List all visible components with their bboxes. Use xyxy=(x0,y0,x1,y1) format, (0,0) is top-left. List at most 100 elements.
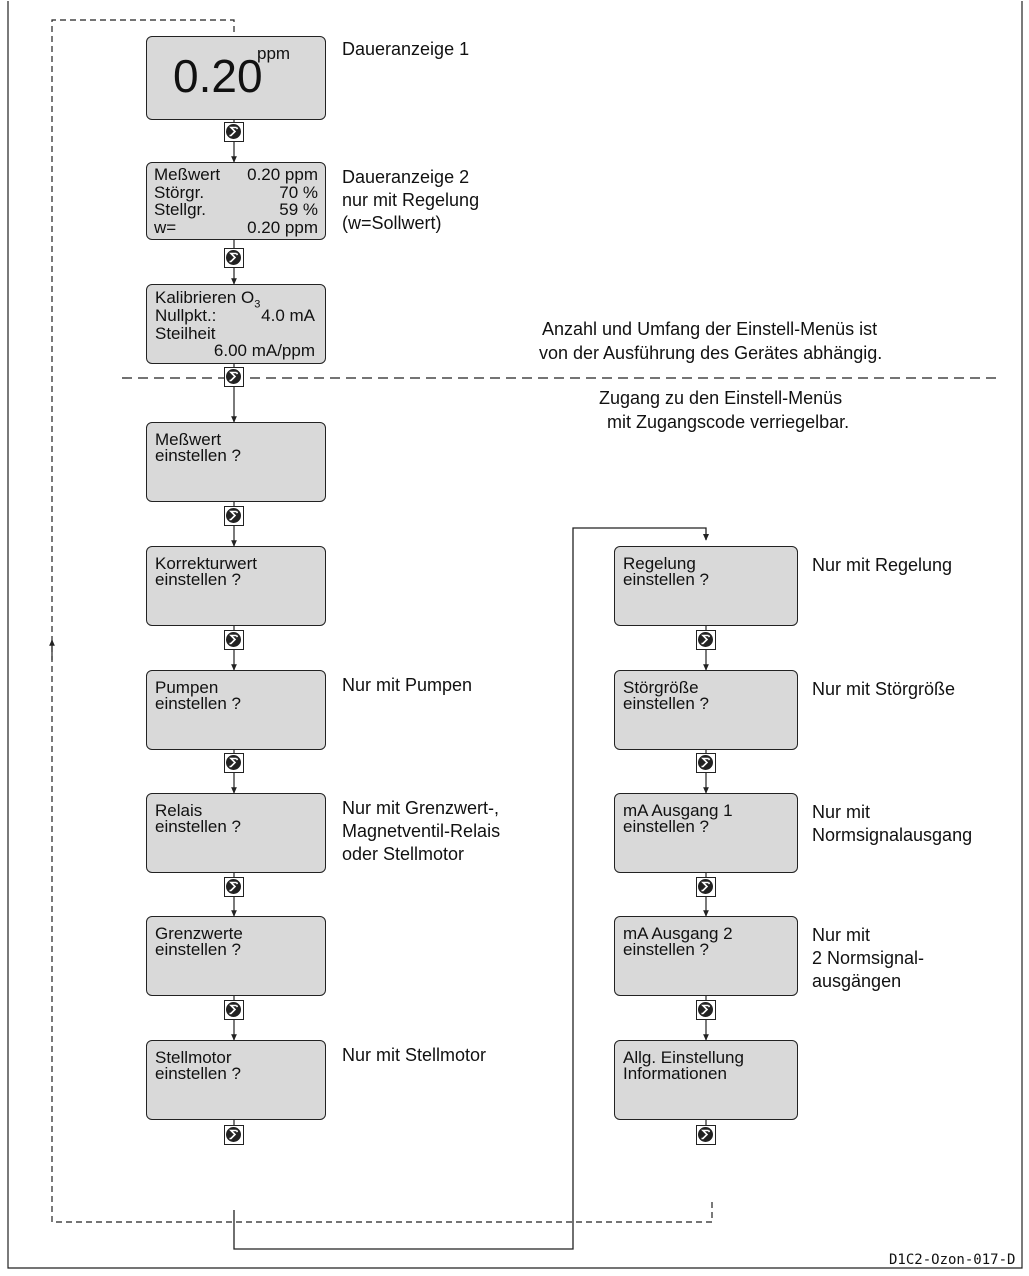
select-key-icon xyxy=(698,1127,713,1142)
menu-left-5-text-2: einstellen ? xyxy=(155,940,242,959)
menu-left-1-text-2: einstellen ? xyxy=(155,446,242,465)
select-key-top-3[interactable] xyxy=(224,367,244,387)
menu-right-3-text-2: einstellen ? xyxy=(623,817,710,836)
select-key-right-1[interactable] xyxy=(696,630,716,650)
display2-label-4: w= xyxy=(154,217,177,237)
menu-right-5-text-2: Informationen xyxy=(623,1064,727,1083)
menu-left-4-note-line-2: Magnetventil-Relais xyxy=(342,821,501,841)
select-key-left-4[interactable] xyxy=(224,877,244,897)
access-note-line-1: Zugang zu den Einstell-Menüs xyxy=(599,388,843,408)
menu-left-4-text-2: einstellen ? xyxy=(155,817,242,836)
menu-left-2-text-1: Korrekturwert xyxy=(155,554,258,573)
figure-id: D1C2-Ozon-017-D xyxy=(889,1252,1016,1268)
menu-left-4-note-line-1: Nur mit Grenzwert-, xyxy=(342,798,500,818)
menu-left-3-text-1: Pumpen xyxy=(155,678,219,697)
select-key-left-1[interactable] xyxy=(224,506,244,526)
calibration-title: Kalibrieren O3 xyxy=(155,288,261,311)
select-key-icon xyxy=(226,632,241,647)
menu-right-1-text-2: einstellen ? xyxy=(623,570,710,589)
menu-right-4-text-1: mA Ausgang 2 xyxy=(623,924,733,943)
display2-value-4: 0.20 ppm xyxy=(247,217,318,237)
calibration-zero-value: 4.0 mA xyxy=(261,306,315,325)
display2-note-line-3: (w=Sollwert) xyxy=(342,213,442,233)
select-key-icon xyxy=(226,369,241,384)
menu-left-6-text-2: einstellen ? xyxy=(155,1064,242,1083)
frame-border xyxy=(7,1,1023,1269)
select-key-icon xyxy=(698,879,713,894)
menu-right-5-text-1: Allg. Einstellung xyxy=(623,1048,744,1067)
display2-note-line-2: nur mit Regelung xyxy=(342,190,480,210)
menu-left-3-note-line-1: Nur mit Pumpen xyxy=(342,675,473,695)
select-key-left-6[interactable] xyxy=(224,1125,244,1145)
display2-label-3: Stellgr. xyxy=(154,200,206,219)
select-key-icon xyxy=(698,1002,713,1017)
menus-note-line-1: Anzahl und Umfang der Einstell-Menüs ist xyxy=(542,319,878,339)
menu-right-1-text-1: Regelung xyxy=(623,554,696,573)
menu-right-4-note-line-2: 2 Normsignal- xyxy=(812,948,925,968)
display2-value-3: 59 % xyxy=(279,200,318,219)
menu-left-4-note-line-3: oder Stellmotor xyxy=(342,844,465,864)
calibration-slope-value: 6.00 mA/ppm xyxy=(213,341,315,360)
select-key-right-5[interactable] xyxy=(696,1125,716,1145)
display2-note-line-1: Daueranzeige 2 xyxy=(342,167,470,187)
select-key-right-2[interactable] xyxy=(696,753,716,773)
continuous-display-1: 0.20 ppm xyxy=(146,36,326,120)
select-key-top-2[interactable] xyxy=(224,248,244,268)
select-key-icon xyxy=(226,1127,241,1142)
menu-right-2-note-line-1: Nur mit Störgröße xyxy=(812,679,956,699)
column-bridge-line xyxy=(233,527,710,1250)
select-key-icon xyxy=(226,124,241,139)
select-key-right-4[interactable] xyxy=(696,1000,716,1020)
select-key-icon xyxy=(698,755,713,770)
display1-value: 0.20 xyxy=(173,50,263,102)
menu-left-3-text-2: einstellen ? xyxy=(155,694,242,713)
menu-left-6-text-1: Stellmotor xyxy=(155,1048,232,1067)
select-key-left-2[interactable] xyxy=(224,630,244,650)
menu-right-3-text-1: mA Ausgang 1 xyxy=(623,801,733,820)
display2-value-1: 0.20 ppm xyxy=(247,165,318,184)
select-key-icon xyxy=(226,250,241,265)
select-key-icon xyxy=(698,632,713,647)
select-key-icon xyxy=(226,879,241,894)
menu-left-6-note-line-1: Nur mit Stellmotor xyxy=(342,1045,487,1065)
continuous-display-2 xyxy=(146,162,326,240)
calibration-slope-label: Steilheit xyxy=(155,324,216,343)
menu-left-1-text-1: Meßwert xyxy=(155,430,222,449)
display2-label-2: Störgr. xyxy=(154,182,205,202)
menu-right-2-text-1: Störgröße xyxy=(623,678,699,697)
menu-left-2-text-2: einstellen ? xyxy=(155,570,242,589)
display2-value-2: 70 % xyxy=(279,182,318,202)
menu-right-4-note-line-1: Nur mit xyxy=(812,925,870,945)
select-key-right-3[interactable] xyxy=(696,877,716,897)
calibration-zero-label: Nullpkt.: xyxy=(155,306,217,325)
select-key-icon xyxy=(226,508,241,523)
select-key-top-1[interactable] xyxy=(224,122,244,142)
return-loop-line xyxy=(51,19,713,1223)
access-note-line-2: mit Zugangscode verriegelbar. xyxy=(607,412,850,432)
menu-right-4-note-line-3: ausgängen xyxy=(812,971,902,991)
select-key-left-5[interactable] xyxy=(224,1000,244,1020)
calibration-display: Kalibrieren O3 Nullpkt.: 4.0 mA Steilhei… xyxy=(146,284,326,364)
menu-left-5-text-1: Grenzwerte xyxy=(155,924,243,943)
display1-label: Daueranzeige 1 xyxy=(342,39,470,59)
select-key-icon xyxy=(226,1002,241,1017)
menu-right-3-note-line-1: Nur mit xyxy=(812,802,870,822)
display2-label-1: Meßwert xyxy=(154,165,221,184)
menu-right-1-note-line-1: Nur mit Regelung xyxy=(812,555,953,575)
select-key-left-3[interactable] xyxy=(224,753,244,773)
menu-right-2-text-2: einstellen ? xyxy=(623,694,710,713)
menus-note-line-2: von der Ausführung des Gerätes abhängig. xyxy=(539,343,883,363)
